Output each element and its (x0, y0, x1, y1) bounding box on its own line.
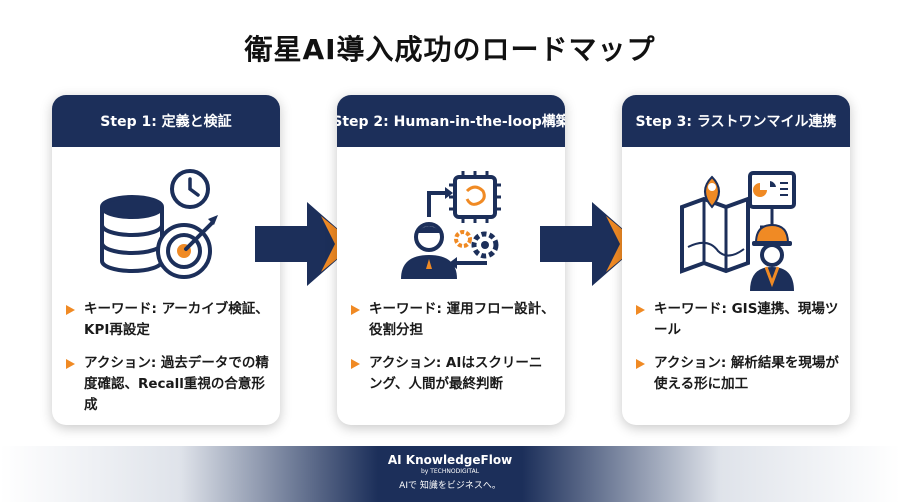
step-1-header: Step 1: 定義と検証 (52, 95, 280, 147)
step-3-header: Step 3: ラストワンマイル連携 (622, 95, 850, 147)
step-1-bullet-action: アクション: 過去データでの精度確認、Recall重視の合意形成 (66, 353, 270, 416)
database-clock-target-icon (100, 169, 218, 279)
step-card-2: Step 2: Human-in-the-loop構築 キーワード: 運用フロー… (337, 95, 565, 425)
step-3-bullet-keyword: キーワード: GIS連携、現場ツール (636, 299, 840, 341)
human-ai-loop-icon (401, 171, 501, 279)
step-3-bullet-action: アクション: 解析結果を現場が使える形に加工 (636, 353, 840, 395)
footer-brand: AI KnowledgeFlow (387, 453, 513, 467)
step-2-bullet-keyword: キーワード: 運用フロー設計、役割分担 (351, 299, 555, 341)
step-2-bullet-action: アクション: AIはスクリーニング、人間が最終判断 (351, 353, 555, 395)
step-2-header: Step 2: Human-in-the-loop構築 (337, 95, 565, 147)
step-card-3: Step 3: ラストワンマイル連携 キーワード: GIS連携、現場ツール アク… (622, 95, 850, 425)
map-tablet-worker-icon (680, 171, 796, 291)
footer-tagline: AIで 知識をビジネスへ。 (399, 481, 501, 491)
step-card-1: Step 1: 定義と検証 キーワード: アーカイブ検証、KPI再設定 アクショ… (52, 95, 280, 425)
page-title: 衛星AI導入成功のロードマップ (244, 33, 656, 66)
footer-by: by TECHNODIGITAL (420, 468, 480, 475)
footer-banner: AI KnowledgeFlow by TECHNODIGITAL AIで 知識… (0, 446, 900, 502)
step-1-bullet-keyword: キーワード: アーカイブ検証、KPI再設定 (66, 299, 270, 341)
